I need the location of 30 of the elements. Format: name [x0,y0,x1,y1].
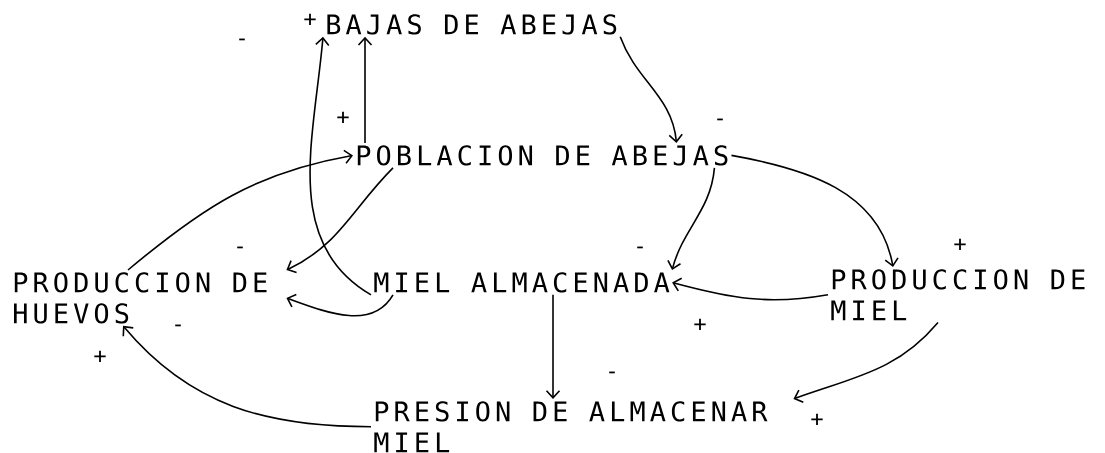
arrow [309,36,372,296]
polarity-sign: + [94,350,106,363]
arrow [793,321,939,404]
variable-text: BAJAS DE ABEJAS [327,14,617,35]
variable-text: PRODUCCION DE MIEL [831,269,1085,321]
polarity-sign: + [304,13,316,26]
arrow [127,149,353,271]
arrow [667,167,716,270]
polarity-sign: + [954,238,966,251]
arrow [357,36,373,144]
polarity-sign: + [337,111,349,124]
variable-text: POBLACION DE ABEJAS [357,145,728,166]
arrow [730,154,899,267]
polarity-sign: - [239,38,245,41]
polarity-sign: - [717,118,723,121]
arrow [286,293,394,317]
variable-text: PRODUCCION DE HUEVOS [14,272,267,324]
polarity-sign: - [609,371,615,374]
polarity-sign: + [811,413,823,426]
polarity-sign: - [637,246,643,249]
variable-text: PRESION DE ALMACENAR MIEL [374,401,768,453]
arrow [286,167,394,274]
arrow [619,36,683,143]
arrow [672,277,829,301]
polarity-sign: - [237,246,243,249]
variable-text: MIEL ALMACENADA [374,272,670,293]
polarity-sign: - [175,324,181,327]
polarity-sign: + [694,318,706,331]
arrow [122,325,372,428]
arrow [545,294,561,399]
